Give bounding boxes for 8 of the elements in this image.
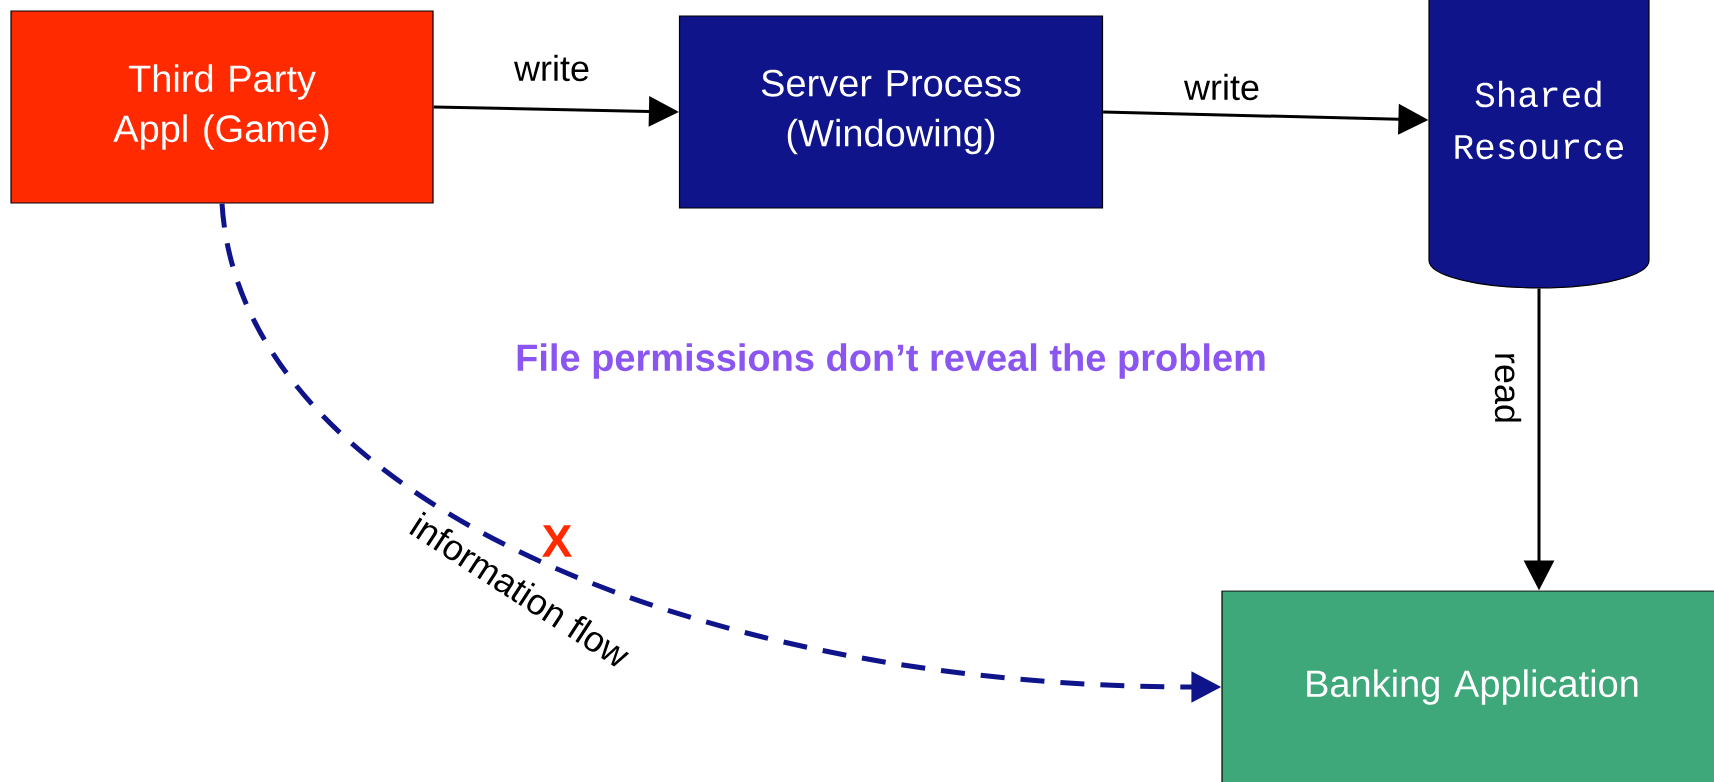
process-box: Server Process (Windowing) (678, 15, 1104, 209)
process-box: Banking Application (1221, 590, 1714, 782)
note-text: File permissions don’t reveal the problem (517, 343, 1265, 379)
process-box: Third Party Appl (Game) (10, 10, 434, 204)
edge-label: read (1494, 354, 1522, 422)
edge-label: write (513, 54, 589, 82)
database-cylinder: Shared Resource (1428, 0, 1650, 289)
edge-label: write (1183, 73, 1259, 101)
